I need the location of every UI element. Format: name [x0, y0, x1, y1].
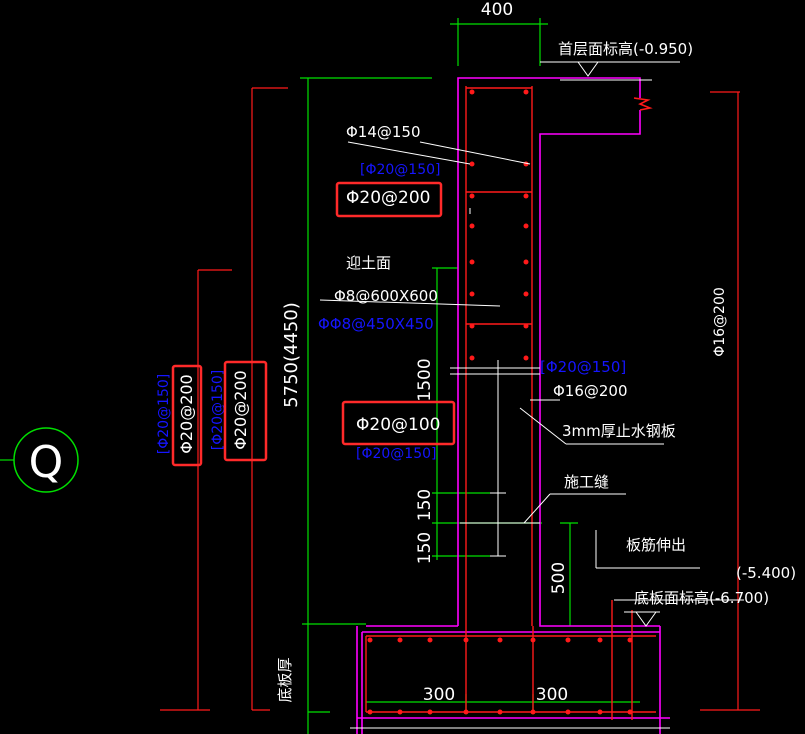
- elevation-extent-lines: [160, 87, 760, 711]
- rebar-box-label-2: Φ20@100: [356, 415, 440, 435]
- left-box-label-1: Φ20@200: [177, 374, 196, 454]
- dim-seg-500: 500: [549, 562, 569, 594]
- highlight-boxes: [171, 181, 456, 467]
- highlight-box-rebar-100: [341, 400, 456, 446]
- dim-top-width: 400: [481, 0, 513, 20]
- annotations: 首层面标高(-0.950) Φ14@150 [Φ20@150] Φ20@200 …: [156, 40, 796, 703]
- dim-seg-1500: 1500: [415, 358, 435, 401]
- rebar-inner-label: Φ16@200: [553, 382, 628, 400]
- dim-seg-150-a: 150: [415, 489, 435, 521]
- rebars: [365, 86, 656, 720]
- dim-bottom-300-a: 300: [423, 685, 455, 705]
- grid-axis-bubble: Q: [0, 427, 79, 493]
- highlight-box-left-2: [223, 360, 268, 462]
- left-blue-label-2: [Φ20@150]: [210, 370, 226, 450]
- dim-wall-height: 5750(4450): [281, 302, 302, 408]
- elevation-5400: (-5.400): [736, 564, 796, 582]
- concrete-outline: [356, 77, 670, 734]
- left-blue-label-1: [Φ20@150]: [156, 374, 172, 454]
- rebar-top-label: Φ14@150: [346, 123, 421, 141]
- tie-label-1: Φ8@600X600: [334, 287, 438, 305]
- leader-lines: [319, 61, 744, 729]
- rebar-box-label-1: Φ20@200: [346, 188, 430, 208]
- ground-floor-elevation: 首层面标高(-0.950): [558, 40, 693, 58]
- dimension-texts: 400 5750(4450) 1500 150 150 500 300 300: [281, 0, 569, 705]
- highlight-box-left-1: [171, 364, 203, 467]
- grid-axis-label: Q: [29, 437, 64, 488]
- dim-seg-150-b: 150: [415, 532, 435, 564]
- rebar-blue-label-3: [Φ20@150]: [356, 446, 436, 462]
- rebar-dots: [367, 89, 633, 715]
- tie-label-2: ΦΦ8@450X450: [318, 315, 434, 333]
- construction-joint-label: 施工缝: [564, 473, 609, 491]
- left-box-label-2: Φ20@200: [231, 370, 250, 450]
- base-slab-elevation: 底板面标高(-6.700): [634, 589, 769, 607]
- rebar-blue-label-1: [Φ20@150]: [360, 162, 440, 178]
- waterstop-label: 3mm厚止水钢板: [562, 422, 676, 440]
- dim-bottom-300-b: 300: [536, 685, 568, 705]
- right-rebar-label: Φ16@200: [712, 287, 728, 357]
- rebar-blue-label-2: [Φ20@150]: [540, 358, 626, 376]
- soil-face-label: 迎土面: [346, 254, 391, 272]
- highlight-box-rebar-200: [335, 181, 443, 218]
- slab-thickness-label: 底板厚: [276, 657, 294, 702]
- dimension-lines: [300, 18, 640, 734]
- slab-extend-label: 板筋伸出: [626, 536, 686, 554]
